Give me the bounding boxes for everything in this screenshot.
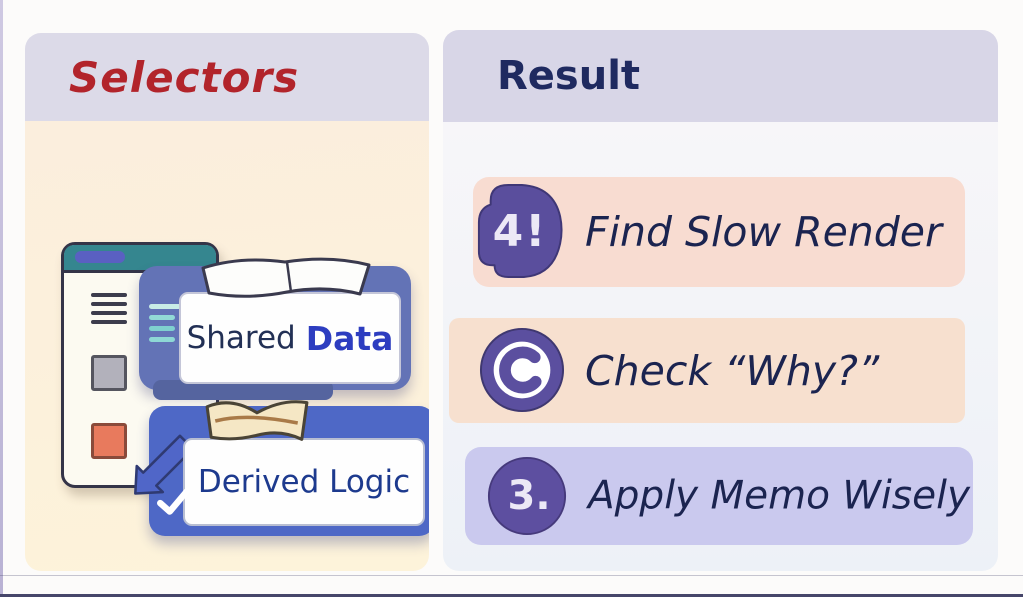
- selectors-title: Selectors: [69, 52, 300, 102]
- shared-data-badge: Shared Data: [139, 257, 411, 400]
- result-panel-header: Result: [443, 30, 998, 122]
- circular-arrow-icon: [479, 327, 565, 413]
- badge-number: 3.: [507, 473, 551, 519]
- gray-square-icon: [91, 355, 127, 391]
- bottom-edge-bar: [0, 594, 1023, 597]
- teal-line: [149, 337, 175, 342]
- number-3-circle-icon: 3.: [487, 456, 567, 536]
- result-panel-body: 4! Find Slow Render Check “Why?” 3. A: [443, 122, 998, 571]
- teal-line: [149, 315, 175, 320]
- teal-line: [149, 304, 181, 309]
- item-label: Check “Why?”: [585, 346, 880, 395]
- result-panel: Result 4! Find Slow Render Check “Why?”: [443, 30, 998, 571]
- shared-word: Shared: [186, 320, 296, 356]
- result-title: Result: [497, 53, 641, 99]
- selectors-panel-header: Selectors: [25, 33, 429, 121]
- selectors-panel: Selectors Shared: [25, 33, 429, 571]
- shield-badge-icon: 4!: [475, 181, 565, 281]
- menu-lines-icon: [91, 293, 127, 329]
- ribbon-banner-icon: [205, 400, 309, 441]
- derived-logic-badge: Derived Logic: [134, 400, 429, 536]
- orange-square-icon: [91, 423, 127, 459]
- derived-logic-label: Derived Logic: [197, 464, 411, 500]
- result-item-check-why: Check “Why?”: [449, 318, 965, 423]
- result-item-apply-memo-wisely: 3. Apply Memo Wisely: [465, 447, 973, 545]
- menu-line: [91, 311, 127, 315]
- item-label: Find Slow Render: [585, 208, 942, 256]
- derived-logic-label-box: Derived Logic: [183, 438, 425, 526]
- address-pill: [75, 251, 125, 263]
- browser-topbar: [64, 245, 216, 273]
- bottom-separator-line: [0, 575, 1023, 576]
- badge-number: 4!: [492, 205, 548, 257]
- item-label: Apply Memo Wisely: [588, 473, 971, 519]
- teal-line: [149, 326, 175, 331]
- check-icon: [157, 488, 190, 515]
- shared-data-label-box: Shared Data: [179, 292, 401, 384]
- ribbon-banner-icon: [201, 257, 371, 298]
- data-word: Data: [305, 318, 394, 358]
- menu-line: [91, 320, 127, 324]
- selectors-panel-body: Shared Data Derived Logic: [25, 121, 429, 571]
- teal-text-lines-icon: [149, 304, 181, 348]
- result-item-find-slow-render: 4! Find Slow Render: [473, 177, 965, 287]
- left-edge-line: [0, 0, 3, 597]
- menu-line: [91, 293, 127, 297]
- menu-line: [91, 302, 127, 306]
